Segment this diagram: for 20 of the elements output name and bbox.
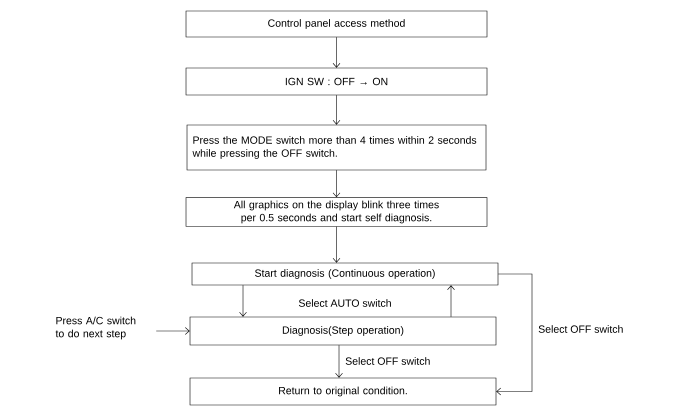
process-box: IGN SW : OFF → ON [186,68,488,96]
side-note: Press A/C switch to do next step [56,316,136,340]
arrow [332,37,340,68]
note-text: Select AUTO switch [297,298,393,308]
process-box: Start diagnosis (Continuous operation) [192,262,498,286]
process-box: Diagnosis(Step operation) [190,316,496,346]
process-box: Control panel access method [186,10,488,38]
arrow [447,285,455,317]
process-box: Return to original condition. [190,378,496,406]
edge-label: Select OFF switch [537,324,624,334]
process-box: Press the MODE switch more than 4 times within 2 seconds while pressing the OFF switch. [186,124,486,170]
arrow [332,170,340,198]
arrow [332,95,340,125]
process-box: All graphics on the display blink three times per 0.5 seconds and start self diagnosis. [186,197,488,227]
arrow [332,226,340,263]
arrow [239,285,247,317]
arrow [496,274,532,396]
edge-label: Select OFF switch [344,356,432,366]
arrow [335,345,343,378]
arrow [156,327,190,335]
